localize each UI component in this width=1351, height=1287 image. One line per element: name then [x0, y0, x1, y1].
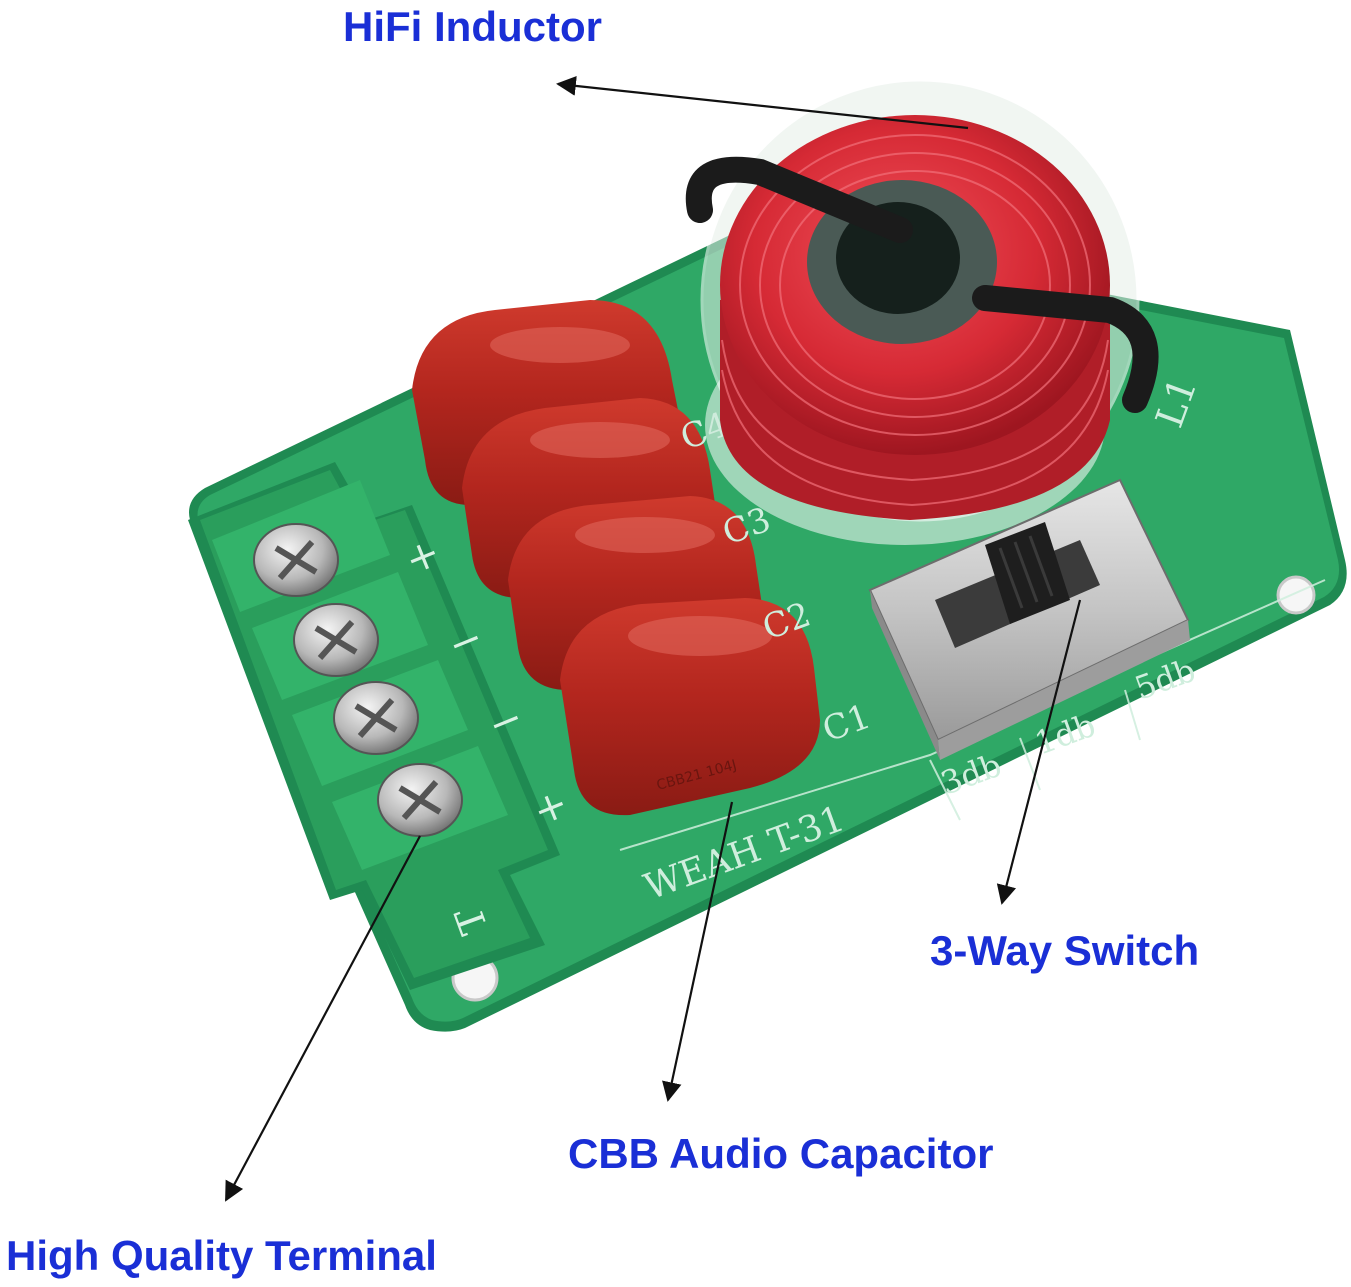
terminal-screws [253, 523, 463, 837]
arrow-line-icon [996, 599, 1082, 905]
capacitors: CBB21 104J [412, 300, 820, 816]
arrow-line-icon [556, 76, 969, 130]
silkscreen-lines [619, 579, 1326, 851]
phillips-screw-icon [333, 681, 419, 755]
phillips-screw-icon [293, 603, 379, 677]
phillips-screw-icon [253, 523, 339, 597]
callout-high-quality-terminal: High Quality Terminal [6, 1232, 437, 1279]
slide-switch [868, 478, 1190, 760]
phillips-screw-icon [377, 763, 463, 837]
capacitor-c1: CBB21 104J [560, 598, 820, 816]
arrow-line-icon [662, 801, 734, 1102]
arrow-line-icon [225, 835, 421, 1202]
callout-arrows [225, 76, 1082, 1202]
inductor [685, 78, 1159, 545]
callout-hifi-inductor: HiFi Inductor [343, 3, 602, 50]
callout-cbb-audio-capacitor: CBB Audio Capacitor [568, 1130, 994, 1177]
callout-3-way-switch: 3-Way Switch [930, 927, 1200, 974]
